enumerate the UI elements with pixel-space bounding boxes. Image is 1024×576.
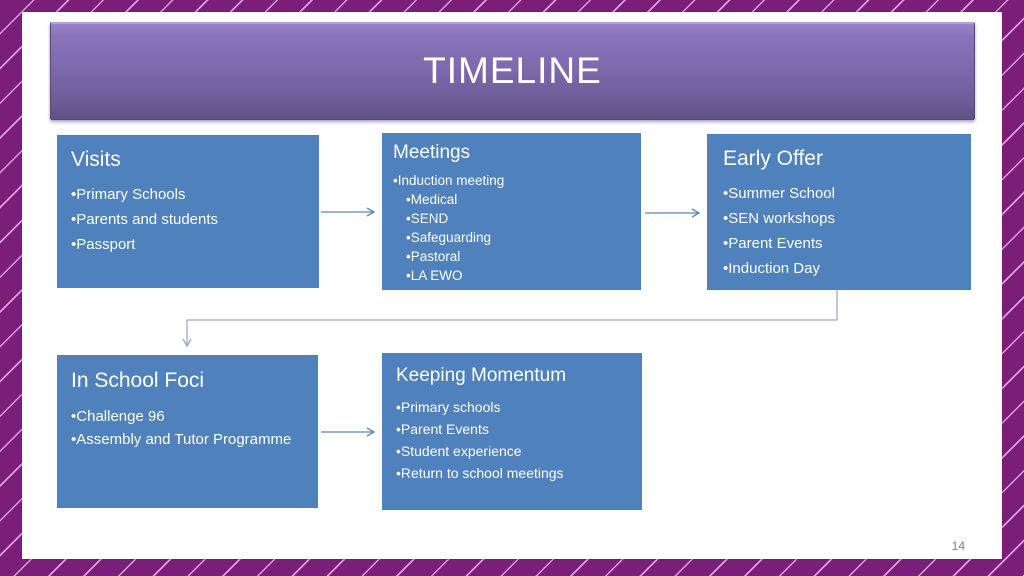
box-early-offer-bullets: Summer School SEN workshops Parent Event… [723,181,955,281]
arrow-early-offer-to-in-school-foci [182,290,838,348]
bullet-item: Challenge 96 [71,405,304,428]
box-in-school-foci: In School Foci Challenge 96 Assembly and… [57,355,318,508]
box-early-offer-title: Early Offer [723,147,823,170]
box-visits-title: Visits [71,148,121,171]
slide-title: TIMELINE [423,50,602,91]
bullet-item: Safeguarding [406,228,630,247]
bullet-item: Return to school meetings [396,462,628,484]
bullet-item: Parent Events [396,418,628,440]
box-meetings-title: Meetings [393,142,471,163]
bullet-item: Summer School [723,181,955,206]
box-meetings-bullets: Induction meeting Medical SEND Safeguard… [393,171,630,285]
bullet-item: Pastoral [406,247,630,266]
box-meetings: Meetings Induction meeting Medical SEND … [382,133,641,290]
box-early-offer: Early Offer Summer School SEN workshops … [707,134,971,290]
bullet-item: SEND [406,209,630,228]
bullet-item: Assembly and Tutor Programme [71,428,304,451]
bullet-item: Primary schools [396,396,628,418]
bullet-item: Passport [71,232,305,257]
bullet-item: Induction meeting [393,171,630,190]
box-keeping-momentum: Keeping Momentum Primary schools Parent … [382,353,642,510]
bullet-item: Parent Events [723,231,955,256]
bullet-item: Student experience [396,440,628,462]
bullet-item: Primary Schools [71,182,305,207]
slide-title-banner: TIMELINE [50,22,975,120]
bullet-item: Parents and students [71,207,305,232]
page-number: 14 [951,539,965,553]
bullet-item: Induction Day [723,256,955,281]
box-visits: Visits Primary Schools Parents and stude… [57,135,319,288]
box-in-school-foci-title: In School Foci [71,369,205,392]
box-keeping-momentum-title: Keeping Momentum [396,365,567,386]
box-keeping-momentum-bullets: Primary schools Parent Events Student ex… [396,396,628,484]
bullet-item: LA EWO [406,266,630,285]
bullet-item: Medical [406,190,630,209]
box-visits-bullets: Primary Schools Parents and students Pas… [71,182,305,257]
slide: TIMELINE Visits Primary Schools Parents … [22,12,1002,559]
bullet-item: SEN workshops [723,206,955,231]
box-in-school-foci-bullets: Challenge 96 Assembly and Tutor Programm… [71,405,304,451]
